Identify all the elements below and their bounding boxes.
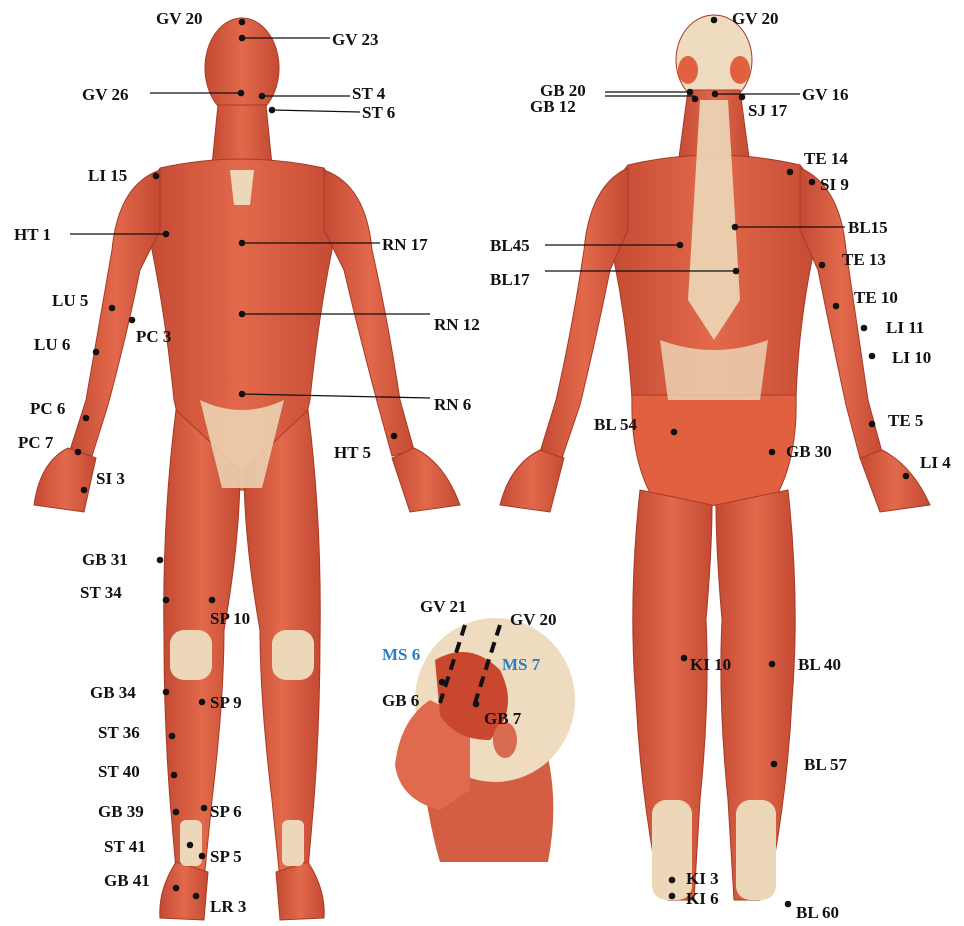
label-gv26: GV 26 — [82, 85, 128, 104]
label-st4: ST 4 — [352, 84, 386, 103]
label-gb41: GB 41 — [104, 871, 150, 890]
label-li10: LI 10 — [892, 348, 931, 367]
label-gb34: GB 34 — [90, 683, 136, 702]
front-left-hand — [34, 448, 96, 512]
label-pc7: PC 7 — [18, 433, 54, 452]
label-st41: ST 41 — [104, 837, 146, 856]
label-bl60: BL 60 — [796, 903, 839, 922]
label-st36: ST 36 — [98, 723, 140, 742]
head-inset — [395, 618, 575, 862]
label-li15: LI 15 — [88, 166, 127, 185]
label-rn17: RN 17 — [382, 235, 428, 254]
label-gv23: GV 23 — [332, 30, 378, 49]
label-gb6: GB 6 — [382, 691, 419, 710]
label-li11: LI 11 — [886, 318, 924, 337]
label-ms7: MS 7 — [502, 655, 541, 674]
label-st6: ST 6 — [362, 103, 395, 122]
label-gb7: GB 7 — [484, 709, 522, 728]
front-right-arm — [324, 170, 414, 456]
label-lu5: LU 5 — [52, 291, 88, 310]
label-sp9: SP 9 — [210, 693, 242, 712]
back-left-hand — [500, 450, 564, 512]
label-ki6: KI 6 — [686, 889, 719, 908]
label-gv20-front: GV 20 — [156, 9, 202, 28]
label-ms6: MS 6 — [382, 645, 420, 664]
label-bl54: BL 54 — [594, 415, 637, 434]
label-st40: ST 40 — [98, 762, 140, 781]
label-li4: LI 4 — [920, 453, 951, 472]
label-st34: ST 34 — [80, 583, 122, 602]
label-gv16: GV 16 — [802, 85, 848, 104]
label-lu6: LU 6 — [34, 335, 70, 354]
front-head — [205, 18, 279, 118]
label-te13: TE 13 — [842, 250, 886, 269]
label-sp10: SP 10 — [210, 609, 250, 628]
label-bl15: BL15 — [848, 218, 888, 237]
label-gb31: GB 31 — [82, 550, 128, 569]
label-pc6: PC 6 — [30, 399, 65, 418]
label-lr3: LR 3 — [210, 897, 246, 916]
front-left-arm — [70, 170, 160, 456]
front-neck — [212, 105, 272, 165]
front-right-foot — [276, 862, 324, 920]
front-right-hand — [392, 448, 460, 512]
label-sp5: SP 5 — [210, 847, 242, 866]
label-bl45: BL45 — [490, 236, 530, 255]
label-ht1: HT 1 — [14, 225, 51, 244]
label-gv20-back: GV 20 — [732, 9, 778, 28]
label-ht5: HT 5 — [334, 443, 371, 462]
label-sj17: SJ 17 — [748, 101, 788, 120]
label-gv21: GV 21 — [420, 597, 466, 616]
label-pc3: PC 3 — [136, 327, 171, 346]
label-te14: TE 14 — [804, 149, 848, 168]
label-gb39: GB 39 — [98, 802, 144, 821]
label-rn12: RN 12 — [434, 315, 480, 334]
back-right-arm — [800, 168, 882, 458]
label-bl57: BL 57 — [804, 755, 847, 774]
label-bl40: BL 40 — [798, 655, 841, 674]
label-si3: SI 3 — [96, 469, 125, 488]
label-gb12: GB 12 — [530, 97, 576, 116]
label-rn6: RN 6 — [434, 395, 471, 414]
label-gv20-inset: GV 20 — [510, 610, 556, 629]
front-left-foot — [160, 862, 208, 920]
label-si9: SI 9 — [820, 175, 849, 194]
label-sp6: SP 6 — [210, 802, 242, 821]
label-gb30: GB 30 — [786, 442, 832, 461]
label-te10: TE 10 — [854, 288, 898, 307]
label-ki10: KI 10 — [690, 655, 731, 674]
label-te5: TE 5 — [888, 411, 923, 430]
label-bl17: BL17 — [490, 270, 530, 289]
label-ki3: KI 3 — [686, 869, 719, 888]
